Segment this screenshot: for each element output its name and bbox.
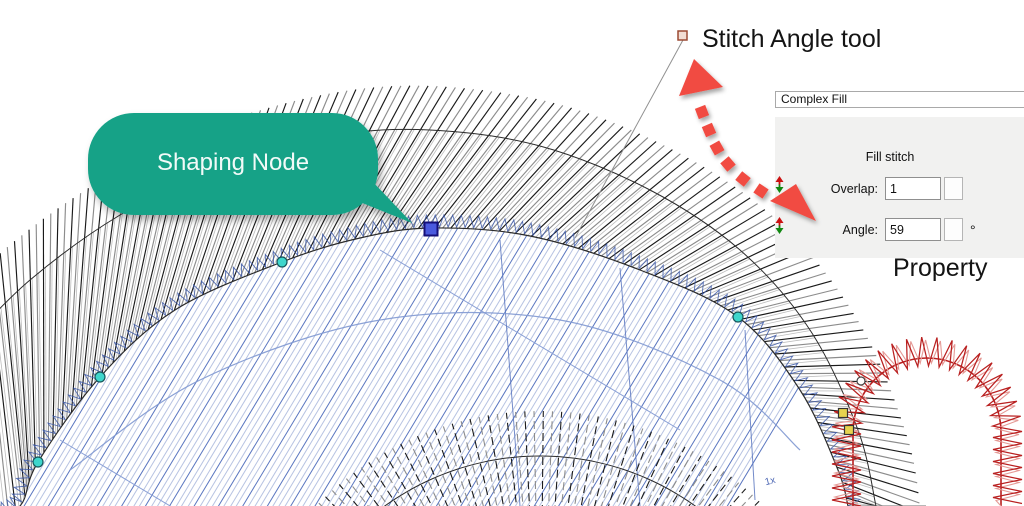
angle-spinner[interactable] (775, 217, 963, 241)
overlap-row: Overlap: (775, 176, 1024, 201)
shape-node-cyan[interactable] (32, 456, 44, 468)
zigzag-underlay (0, 213, 862, 506)
angle-label: Angle: (842, 222, 878, 237)
angle-field[interactable] (885, 218, 941, 241)
red-satin-arch (831, 336, 1023, 506)
angle-unit: ° (970, 221, 976, 238)
shape-node-cyan[interactable] (732, 311, 744, 323)
complex-fill-panel: Complex Fill Fill stitch Overlap: Angle: (775, 88, 1024, 260)
spinner-updown-icon (775, 217, 784, 234)
anchor-node-yellow[interactable] (837, 407, 849, 419)
overlap-label: Overlap: (830, 181, 878, 196)
property-label: Property (893, 254, 988, 282)
stitch-angle-marker[interactable] (677, 30, 688, 41)
outer-outline (0, 128, 877, 506)
spinner-updown-icon (775, 176, 784, 193)
overlap-spinner[interactable] (775, 176, 963, 200)
shaping-node-callout-label: Shaping Node (156, 149, 310, 176)
panel-body: Fill stitch Overlap: Angle: (775, 117, 1024, 258)
panel-title: Complex Fill (775, 91, 1024, 108)
anchor-node-yellow[interactable] (843, 424, 855, 436)
entry-point-node[interactable] (856, 376, 866, 386)
shaping-node-callout (88, 113, 412, 223)
stitch-angle-tool-label: Stitch Angle tool (702, 25, 882, 53)
shaping-node[interactable] (423, 221, 439, 237)
shape-node-cyan[interactable] (94, 371, 106, 383)
overlap-field[interactable] (885, 177, 941, 200)
shape-node-cyan[interactable] (276, 256, 288, 268)
stitch-angle-guide-line (574, 39, 684, 239)
inner-outline (19, 227, 849, 506)
inner-ring-stitches (318, 410, 760, 506)
fill-stitch-section-label: Fill stitch (865, 150, 915, 164)
angle-row: Angle: ° (775, 217, 1024, 242)
